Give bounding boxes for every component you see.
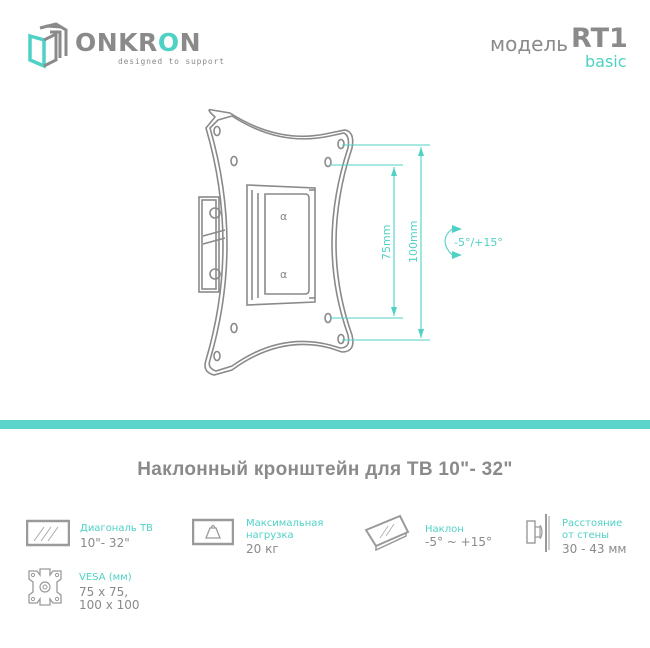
spec-value: 20 кг — [246, 542, 279, 556]
spec-wall-distance — [526, 513, 552, 557]
spec-max-load — [191, 518, 235, 550]
spec-label: Наклон — [425, 524, 464, 535]
dim-100-label: 100mm — [407, 221, 420, 263]
model-variant: basic — [585, 52, 627, 71]
tilt-label: -5°/+15° — [454, 236, 503, 249]
spec-value: 30 - 43 мм — [562, 542, 627, 556]
spec-value: -5° ~ +15° — [425, 535, 492, 549]
svg-text:α: α — [280, 268, 287, 281]
spec-label: Диагональ ТВ — [80, 523, 153, 534]
tv-screen-icon — [25, 519, 71, 547]
spec-label: Расстояние — [562, 518, 623, 529]
spec-label: VESA (мм) — [79, 572, 132, 583]
spec-value: 100 x 100 — [79, 598, 140, 612]
bracket-diagram: α α 75mm 100mm -5°/+15° — [198, 108, 503, 376]
spec-tilt — [362, 512, 412, 556]
model-number: RT1 — [571, 23, 628, 54]
spec-tv-diagonal — [25, 519, 71, 551]
spec-value: 75 x 75, — [79, 585, 129, 599]
spec-label: Максимальная — [246, 518, 324, 529]
onkron-logo-icon — [28, 22, 68, 69]
spec-vesa — [27, 567, 63, 611]
dim-75-label: 75mm — [380, 225, 393, 260]
wall-distance-icon — [526, 514, 550, 552]
vesa-icon — [28, 568, 62, 606]
accent-divider — [0, 420, 650, 429]
brand-logo — [26, 22, 70, 70]
spec-label: от стены — [562, 530, 610, 541]
model-label: модель — [490, 32, 569, 56]
brand-name: ONKRON — [75, 28, 202, 57]
weight-icon — [191, 518, 235, 546]
spec-value: 10"- 32" — [80, 536, 130, 550]
brand-tagline: designed to support — [118, 57, 225, 66]
spec-label: нагрузка — [246, 530, 294, 541]
product-title: Наклонный кронштейн для ТВ 10"- 32" — [137, 459, 513, 480]
svg-text:α: α — [280, 210, 287, 223]
tilt-icon — [364, 514, 410, 552]
